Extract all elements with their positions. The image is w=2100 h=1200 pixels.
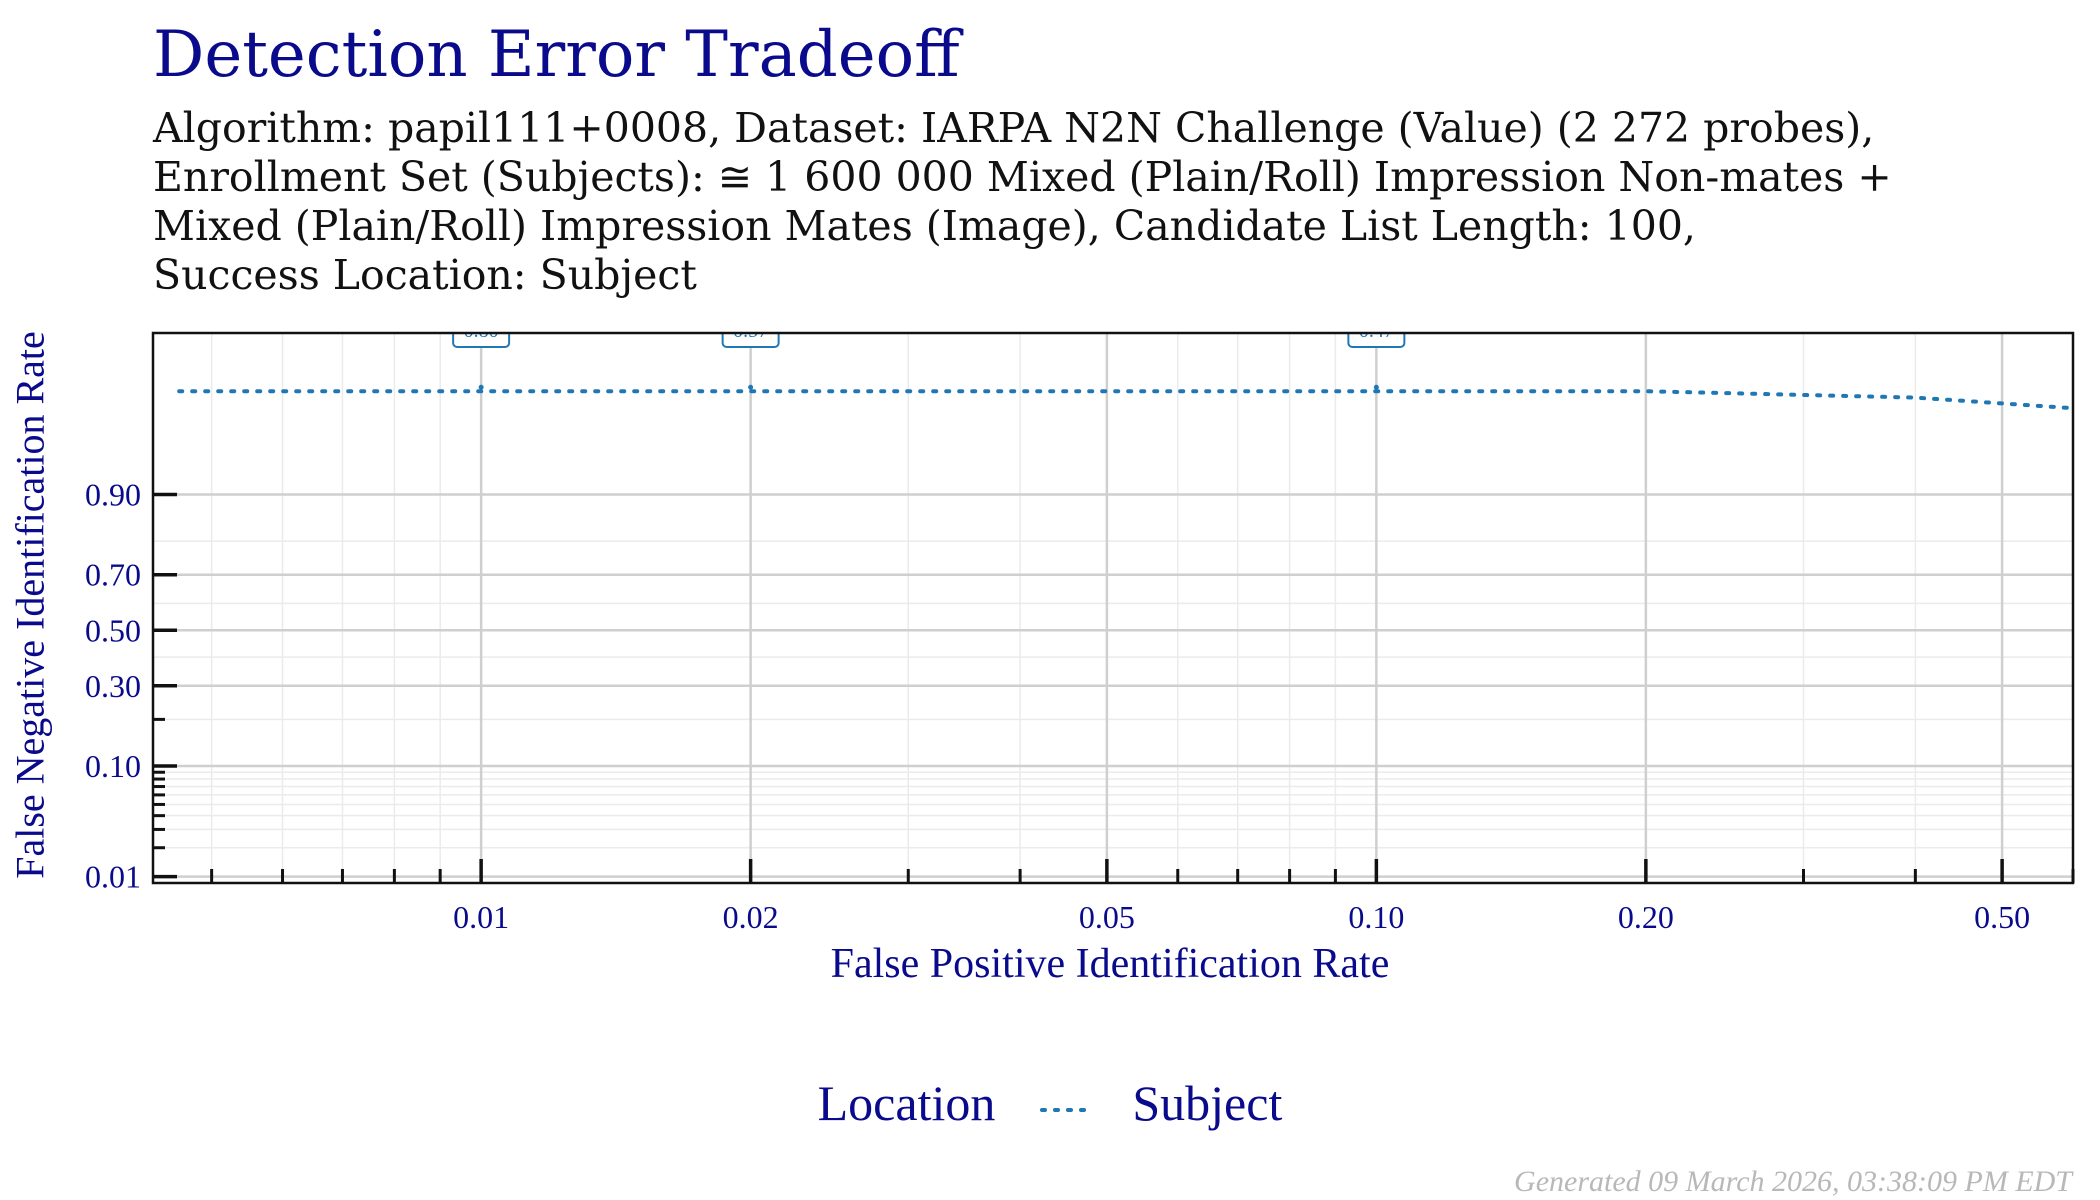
series-line-subject	[177, 389, 2075, 411]
x-tick-label: 0.20	[1618, 899, 1674, 935]
annotation-point	[748, 384, 754, 390]
x-tick-label: 0.10	[1348, 899, 1404, 935]
subtitle-line: Algorithm: papil111+0008, Dataset: IARPA…	[153, 104, 1875, 152]
x-axis-label: False Positive Identification Rate	[830, 941, 1390, 987]
annotation-box	[721, 333, 780, 348]
y-tick-label: 0.10	[85, 748, 141, 784]
plot-frame	[151, 331, 2075, 885]
chart-subtitle: Algorithm: papil111+0008, Dataset: IARPA…	[153, 104, 2053, 300]
generated-timestamp: Generated 09 March 2026, 03:38:09 PM EDT	[1514, 1165, 2072, 1198]
annotation-box	[452, 333, 511, 348]
legend-swatch-subject	[1039, 1074, 1088, 1132]
x-tick-label: 0.05	[1079, 899, 1135, 935]
y-tick-label: 0.01	[85, 859, 141, 895]
legend-series-label: Subject	[1132, 1074, 1283, 1131]
legend: Location Subject	[0, 1068, 2100, 1132]
annotation-point	[1373, 384, 1379, 390]
annotation-label: 0.80	[464, 320, 499, 342]
chart-title: Detection Error Tradeoff	[153, 18, 960, 92]
x-tick-label: 0.02	[723, 899, 779, 935]
annotation-label: 0.57	[733, 320, 768, 342]
x-tick-label: 0.01	[453, 899, 509, 935]
y-tick-label: 0.70	[85, 557, 141, 593]
subtitle-line: Enrollment Set (Subjects): ≅ 1 600 000 M…	[153, 153, 1892, 201]
x-tick-label: 0.50	[1974, 899, 2030, 935]
annotation-label: 0.47	[1359, 320, 1394, 342]
subtitle-line: Success Location: Subject	[153, 251, 697, 299]
y-tick-label: 0.90	[85, 477, 141, 513]
subtitle-line: Mixed (Plain/Roll) Impression Mates (Ima…	[153, 202, 1696, 250]
y-tick-label: 0.50	[85, 612, 141, 648]
y-axis-label: False Negative Identification Rate	[7, 331, 53, 879]
annotation-point	[478, 384, 484, 390]
legend-title: Location	[817, 1074, 996, 1131]
y-tick-label: 0.30	[85, 668, 141, 704]
annotation-box	[1347, 333, 1406, 348]
